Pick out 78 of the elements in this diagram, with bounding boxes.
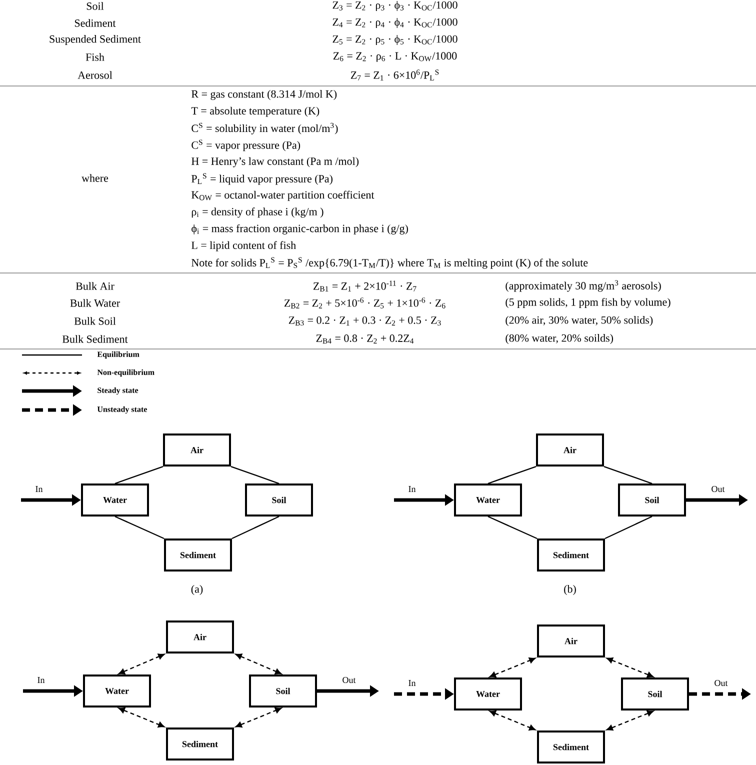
compartment-box: Air <box>166 620 234 654</box>
note-text: (5 ppm solids, 1 ppm fish by volume) <box>506 298 670 308</box>
definition-text: T = absolute temperature (K) <box>191 106 320 117</box>
connector <box>489 710 536 730</box>
edge-label: Out <box>712 486 725 492</box>
definition-text: ρ$_{i}$ = density of phase i (kg/m ) <box>192 208 324 218</box>
connector <box>118 708 165 728</box>
row-label: Bulk Soil <box>74 317 116 325</box>
compartment-box: Air <box>536 434 604 466</box>
connector <box>606 710 654 731</box>
formula: Z$_{B4}$ = 0.8 · Z$_{2}$ + 0.2Z$_{4}$ <box>316 334 414 344</box>
formula: Z$_{5}$ = Z$_{2}$ · ρ$_{5}$ · ϕ$_{5}$ · K$_{OC}$/1000 <box>332 35 458 45</box>
edge-label: In <box>408 486 416 492</box>
compartment-box: Water <box>83 674 151 708</box>
legend-text: Non-equilibrium <box>97 369 154 377</box>
connector <box>604 466 652 484</box>
row-label: Sediment <box>74 19 116 27</box>
note-text: (approximately 30 mg/m$^{3}$ aerosols) <box>506 280 661 292</box>
row-label: Bulk Water <box>70 299 120 307</box>
row-label: Fish <box>86 53 104 61</box>
compartment-box: Sediment <box>166 728 234 760</box>
formula: Z$_{3}$ = Z$_{2}$ · ρ$_{3}$ · ϕ$_{3}$ · K$_{OC}$/1000 <box>332 1 458 11</box>
legend-text: Equilibrium <box>97 351 140 359</box>
formula: Z$_{4}$ = Z$_{2}$ · ρ$_{4}$ · ϕ$_{4}$ · K$_{OC}$/1000 <box>332 18 458 28</box>
compartment-box: Air <box>537 624 605 658</box>
compartment-box: Water <box>81 484 149 516</box>
panel-caption: (a) <box>191 585 203 595</box>
row-label: Aerosol <box>78 71 112 79</box>
connector <box>232 516 280 540</box>
connector <box>114 466 164 484</box>
edge-label: Out <box>714 680 728 686</box>
definition-text: H = Henry’s law constant (Pa m /mol) <box>192 157 359 168</box>
formula: Z$_{B2}$ = Z$_{2}$ + 5×10$^{-6}$ · Z$_{5}$ + 1×10$^{-6}$ · Z$_{6}$ <box>284 298 446 308</box>
compartment-box: Soil <box>621 678 689 710</box>
compartment-box: Sediment <box>537 538 605 572</box>
connector <box>230 466 280 484</box>
definition-text: ϕ$_{i}$ = mass fraction organic-carbon in phase i (g/g) <box>192 224 408 234</box>
panel-caption: (b) <box>564 585 576 595</box>
compartment-box: Sediment <box>164 538 232 572</box>
definition-text: C$^{S}$ = vapor pressure (Pa) <box>192 140 300 152</box>
legend-text: Steady state <box>98 387 138 395</box>
connector <box>604 516 652 540</box>
connector <box>235 708 282 728</box>
row-label: Soil <box>86 2 104 10</box>
connector <box>606 657 654 678</box>
definition-text: P$_{L}$$^{S}$ = liquid vapor pressure (Pa) <box>192 173 332 185</box>
legend-text: Unsteady state <box>97 406 147 414</box>
compartment-box: Water <box>454 678 522 710</box>
compartment-box: Sediment <box>537 730 605 764</box>
definition-text: K$_{OW}$ = octanol-water partition coefficient <box>192 190 374 201</box>
definition-text: L = lipid content of fish <box>192 241 296 252</box>
formula: Z$_{B3}$ = 0.2 · Z$_{1}$ + 0.3 · Z$_{2}$ + 0.5 · Z$_{3}$ <box>288 316 441 326</box>
formula: Z$_{B1}$ = Z$_{1}$ + 2×10$^{-11}$ · Z$_{7}$ <box>314 280 416 292</box>
note-text: (80% water, 20% soilds) <box>506 334 614 344</box>
edge-label: Out <box>342 676 356 684</box>
compartment-box: Soil <box>618 484 686 516</box>
edge-label: In <box>36 486 43 492</box>
connector <box>235 654 282 674</box>
compartment-box: Water <box>454 484 522 516</box>
row-label: Bulk Sediment <box>62 335 128 343</box>
compartment-box: Air <box>163 434 231 466</box>
row-label: Bulk Air <box>76 282 114 290</box>
row-label: where <box>82 174 108 182</box>
connector <box>114 516 164 540</box>
definition-text: R = gas constant (8.314 J/mol K) <box>192 90 337 100</box>
edge-label: In <box>38 677 45 683</box>
connector <box>488 466 536 484</box>
connector <box>118 654 165 674</box>
connector <box>489 658 536 678</box>
definition-text: C$^{S}$ = solubility in water (mol/m$^{3}$) <box>192 122 338 134</box>
compartment-box: Soil <box>245 484 313 516</box>
definition-text: Note for solids P$_{L}$$^{S}$ = P$_{S}$$^{S}$ /exp{6.79(1-T$_{M}$/T)} where T$_{M}$ is melting point (K) of the solute <box>192 257 588 269</box>
note-text: (20% air, 30% water, 50% solids) <box>506 316 653 326</box>
formula: Z$_{6}$ = Z$_{2}$ · ρ$_{6}$ · L · K$_{OW}$/1000 <box>333 52 457 62</box>
connector <box>488 516 538 540</box>
edge-label: In <box>408 680 416 686</box>
compartment-box: Soil <box>249 674 317 708</box>
row-label: Suspended Sediment <box>50 35 141 45</box>
